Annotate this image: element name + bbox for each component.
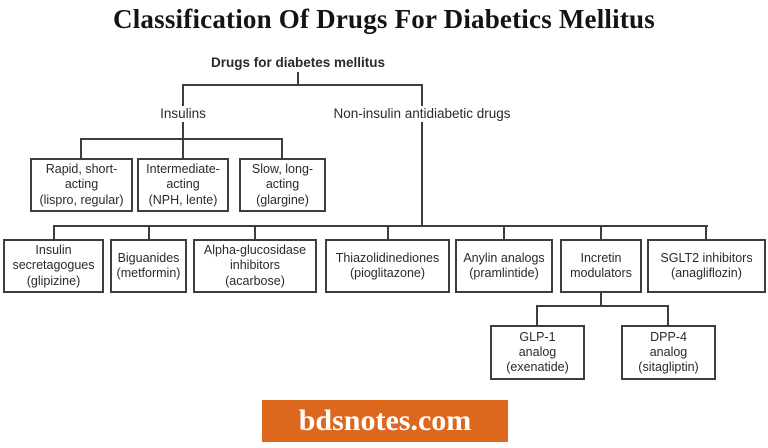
connector-line bbox=[421, 84, 423, 106]
node-thiazolidinediones: Thiazolidinediones (pioglitazone) bbox=[325, 239, 450, 293]
connector-line bbox=[182, 84, 184, 106]
connector-line bbox=[53, 225, 55, 239]
connector-line bbox=[53, 225, 708, 227]
branch-non-insulin: Non-insulin antidiabetic drugs bbox=[333, 106, 511, 121]
node-slow-long-acting: Slow, long- acting (glargine) bbox=[239, 158, 326, 212]
node-anylin-analogs: Anylin analogs (pramlintide) bbox=[455, 239, 553, 293]
connector-line bbox=[254, 225, 256, 239]
connector-line bbox=[667, 305, 669, 325]
connector-line bbox=[182, 122, 184, 140]
connector-line bbox=[536, 305, 538, 325]
connector-line bbox=[80, 138, 82, 158]
node-intermediate-acting: Intermediate- acting (NPH, lente) bbox=[137, 158, 229, 212]
branch-insulins: Insulins bbox=[160, 106, 206, 121]
connector-line bbox=[182, 84, 423, 86]
connector-line bbox=[705, 225, 707, 239]
node-rapid-short-acting: Rapid, short- acting (lispro, regular) bbox=[30, 158, 133, 212]
connector-line bbox=[297, 72, 299, 86]
connector-line bbox=[281, 138, 283, 158]
connector-line bbox=[600, 293, 602, 307]
connector-line bbox=[503, 225, 505, 239]
connector-line bbox=[148, 225, 150, 239]
node-insulin-secretagogues: Insulin secretagogues (glipizine) bbox=[3, 239, 104, 293]
brand-logo-text: bdsnotes.com bbox=[298, 404, 472, 437]
root-node: Drugs for diabetes mellitus bbox=[210, 55, 386, 70]
connector-line bbox=[421, 122, 423, 227]
connector-line bbox=[182, 138, 184, 158]
node-glp1-analog: GLP-1 analog (exenatide) bbox=[490, 325, 585, 380]
node-dpp4-analog: DPP-4 analog (sitagliptin) bbox=[621, 325, 716, 380]
node-biguanides: Biguanides (metformin) bbox=[110, 239, 187, 293]
node-alpha-glucosidase-inhibitors: Alpha-glucosidase inhibitors (acarbose) bbox=[193, 239, 317, 293]
page-title: Classification Of Drugs For Diabetics Me… bbox=[113, 4, 655, 34]
connector-line bbox=[387, 225, 389, 239]
connector-line bbox=[536, 305, 669, 307]
node-sglt2-inhibitors: SGLT2 inhibitors (anagliflozin) bbox=[647, 239, 766, 293]
brand-logo: bdsnotes.com bbox=[262, 400, 508, 442]
connector-line bbox=[600, 225, 602, 239]
node-incretin-modulators: Incretin modulators bbox=[560, 239, 642, 293]
connector-line bbox=[80, 138, 283, 140]
